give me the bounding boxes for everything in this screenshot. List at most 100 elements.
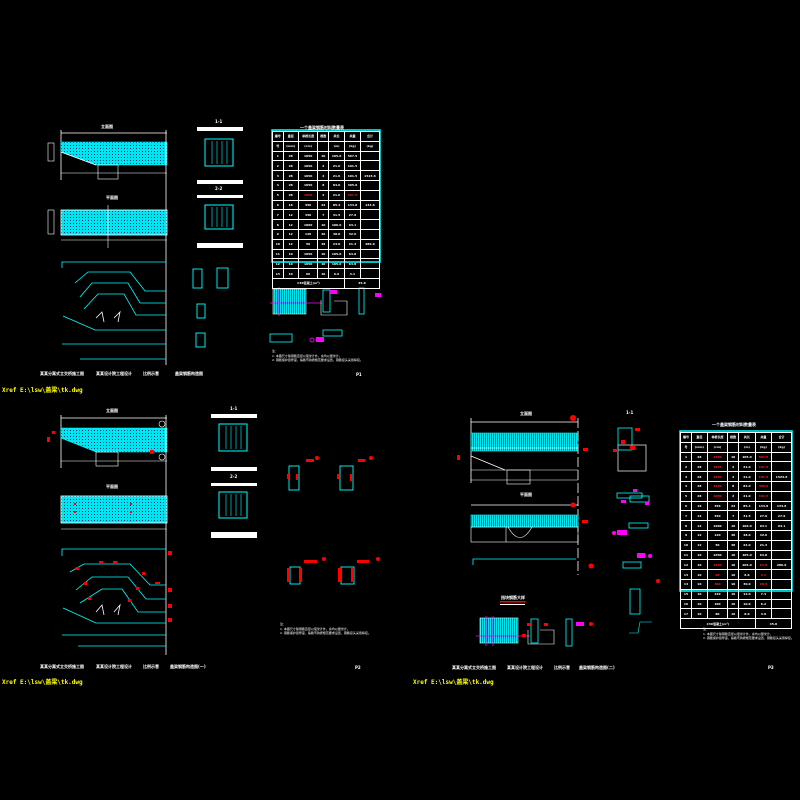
table-cell: 5 [679,490,693,502]
table-cell: 48.0 [738,529,756,541]
table-cell: 15 [679,588,693,600]
table-cell: 17 [679,608,693,620]
table-cell: 共长 [738,432,756,443]
sheet3-page-number: P3 [768,665,774,670]
table-cell: 134.8 [359,199,381,211]
table-cell: 405.9 [344,179,361,191]
table-cell: 40 [317,228,330,240]
table-cell: 1050 [706,559,729,571]
table-cell: 10 [727,588,740,600]
table-cell: 号 [679,441,693,453]
table-cell: 50 [706,539,729,551]
table-units-row: 号(mm)(cm)(m)(kg)(kg) [679,441,792,453]
table-cell: 64.8 [754,559,773,571]
sheet3-xref-path[interactable]: Xref E:\lsw\盖梁\tk.dwg [413,679,494,686]
table-cell: 28 [691,461,708,473]
table-cell: 1050 [706,549,729,561]
table-cell [727,441,740,453]
table-cell: 12 [691,510,708,522]
note-item: 1. 本图尺寸除钢筋直径以毫米计外，余均以厘米计。 [272,353,342,358]
table-cell: 28 [691,480,708,492]
table-cell: 单根长度 [706,432,729,443]
table-cell: 48 [727,539,740,551]
sheet1-section-2-label: 2-2 [215,186,223,191]
sheet2-page-number: P2 [355,665,361,670]
table-cell: 105.0 [328,258,346,270]
sheet3-elevation-title: 立面图 [520,411,532,416]
table-cell: 450 [297,209,319,221]
table-cell: 31.5 [328,209,346,221]
table-cell [771,539,792,551]
table-cell: (m) [738,441,756,453]
table-cell: 编号 [679,432,693,443]
table-cell: 编号 [272,131,284,142]
note-item: 1. 本图尺寸除钢筋直径以毫米计外，余均以厘米计。 [703,631,773,636]
note-item: 2. 钢筋保护层厚度，箍筋弯钩按规范要求设置，钢筋接头采用焊接。 [280,631,371,635]
sheet2-elevation-title: 立面图 [106,408,118,413]
table-cell: (mm) [691,441,708,453]
table-cell: 12 [691,539,708,551]
table-cell: 101.5 [754,490,773,502]
table-cell: 300 [706,578,729,590]
sheet2-title-drawing: 盖梁钢筋构造图(一) [170,664,206,669]
table-cell: 84.0 [328,179,346,191]
sheet2-title-scale: 比例示意 [143,664,159,669]
table-cell: 85.4 [738,500,756,512]
table-footer-row: C30混凝土(m³)45.8 [680,618,793,629]
table-cell: 134.8 [344,199,361,211]
sheet1-xref-path[interactable]: Xref E:\lsw\盖梁\tk.dwg [2,387,83,394]
sheet3-plan-title: 平面图 [520,492,532,497]
sheet2-xref-path[interactable]: Xref E:\lsw\盖梁\tk.dwg [2,679,83,686]
table-cell: 1060 [706,520,729,531]
table-cell: 9 [679,529,693,541]
sheet1-title-unit: 某某设计院工程设计 [96,371,132,376]
table-cell: 356 [706,500,729,512]
sheet3-section-label: 1-1 [626,410,634,415]
table-cell: 7.4 [754,588,773,600]
table-cell: 120 [706,588,729,600]
table-cell: 2 [727,471,740,482]
table-cell: 8 [272,219,284,230]
sheet3-section [613,427,647,472]
table-cell [771,608,792,620]
table-cell: 101.5 [754,471,773,482]
table-cell: 13 [679,569,693,580]
table-cell: 13 [272,268,284,279]
table-cell: 1050 [297,179,319,191]
table-cell [359,258,381,270]
table-cell: 450 [706,510,729,522]
table-cell: 10 [679,539,693,551]
table-cell: 21.0 [738,490,756,502]
table-cell: 1050 [297,258,319,270]
table-cell: 105.0 [738,451,756,463]
table-cell: 21.3 [344,238,361,250]
table-cell: 64.8 [344,248,361,260]
table-cell [359,189,381,201]
table-cell: 10 [691,559,708,571]
table-cell: 24.0 [328,238,346,250]
table-cell: 10 [727,608,740,620]
table-cell: 10 [727,559,740,571]
table-cell: 10 [317,219,330,230]
table-cell: 66 [706,569,729,580]
table-cell: 28 [691,451,708,463]
table-cell: 11 [679,549,693,561]
table-cell [359,248,381,260]
table-cell: 12 [282,209,299,221]
table-cell [771,451,792,463]
table-cell [771,549,792,561]
table-cell: 21.0 [328,170,346,181]
table-cell: 1050 [297,189,319,201]
sheet3-detail [476,601,593,647]
table-cell: 10 [317,258,330,270]
table-cell: 48.0 [328,228,346,240]
